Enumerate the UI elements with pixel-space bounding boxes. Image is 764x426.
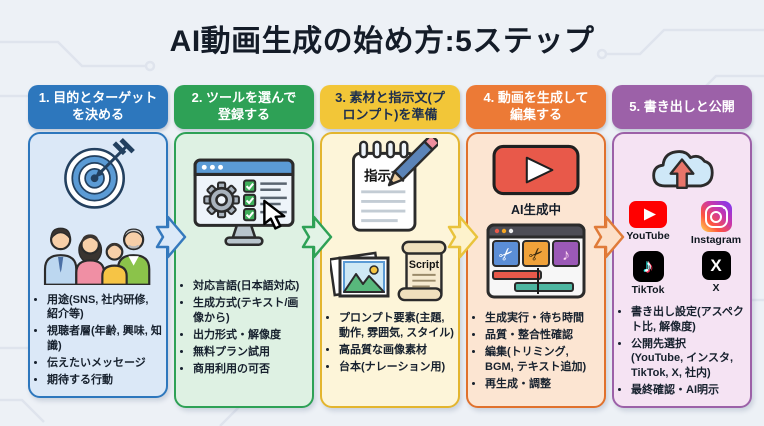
- video-editor-icon: ✂ ✂ ♪: [486, 223, 586, 299]
- step1-bullet-list: 用途(SNS, 社内研修, 紹介等)視聴者層(年齢, 興味, 知識) 伝えたいメッ…: [30, 288, 166, 396]
- instagram-cell: Instagram: [691, 201, 741, 246]
- bullet-item: 無料プラン試用: [193, 345, 308, 360]
- youtube-cell: YouTube: [626, 201, 670, 246]
- bullet-item: 最終確認・AI明示: [631, 383, 746, 398]
- step-card-2: 2. ツールを選んで 登録する: [174, 85, 314, 408]
- page-title: AI動画生成の始め方:5ステップ: [169, 25, 595, 58]
- music-note-icon: ♪: [562, 247, 570, 264]
- step4-body: AI生成中 ✂ ✂ ♪ 生成実行・待ち時間品質・整合性確認編集(トリミング, B…: [466, 132, 606, 408]
- x-label: X: [712, 282, 720, 294]
- target-icon: [64, 138, 135, 209]
- step-arrow-1-2: [155, 215, 187, 259]
- bullet-item: 伝えたいメッセージ: [47, 356, 162, 371]
- cloud-upload-icon: [652, 150, 714, 190]
- script-label: Script: [409, 259, 440, 271]
- step-card-5: 5. 書き出しと公開 YouTube Instagr: [612, 85, 752, 408]
- monitor-checklist-icon: [193, 158, 295, 247]
- photos-icon: [330, 251, 390, 298]
- bullet-item: 生成方式(テキスト/画像から): [193, 296, 308, 325]
- audience-icon: [43, 227, 151, 285]
- step-card-3: 3. 素材と指示文(プ ロンプト)を準備 指示文: [320, 85, 460, 408]
- step4-bullet-list: 生成実行・待ち時間品質・整合性確認編集(トリミング, BGM, テキスト追加) 再…: [468, 306, 604, 400]
- materials-row: Script: [330, 238, 450, 302]
- bullet-item: 出力形式・解像度: [193, 328, 308, 343]
- bullet-item: 公開先選択 (YouTube, インスタ, TikTok, X, 社内): [631, 337, 746, 381]
- gear-icon: [203, 181, 240, 219]
- step2-bullet-list: 対応言語(日本語対応) 生成方式(テキスト/画像から) 出力形式・解像度無料プラン試…: [176, 274, 312, 385]
- step3-body: 指示文: [320, 132, 460, 408]
- bullet-item: 台本(ナレーション用): [339, 360, 454, 375]
- instagram-icon: [700, 201, 732, 232]
- bullet-item: プロンプト要素(主題, 動作, 雰囲気, スタイル): [339, 311, 454, 340]
- instagram-label: Instagram: [690, 234, 742, 246]
- step-card-1: 1. 目的とターゲット を決める: [28, 85, 168, 398]
- tiktok-label: TikTok: [631, 284, 665, 296]
- tiktok-icon: ♪: [632, 251, 664, 282]
- youtube-label: YouTube: [626, 230, 670, 242]
- bullet-item: 編集(トリミング, BGM, テキスト追加): [485, 345, 600, 374]
- bullet-item: 生成実行・待ち時間: [485, 311, 600, 326]
- cursor-icon: [263, 199, 286, 230]
- step-arrow-3-4: [447, 215, 479, 259]
- youtube-icon: [628, 201, 667, 228]
- bullet-item: 書き出し設定(アスペクト比, 解像度): [631, 305, 746, 334]
- generating-label: AI生成中: [510, 203, 561, 217]
- step2-header: 2. ツールを選んで 登録する: [174, 85, 314, 129]
- bullet-item: 用途(SNS, 社内研修, 紹介等): [47, 293, 162, 322]
- play-button-icon: [492, 144, 580, 196]
- social-icons-grid: YouTube Instagram ♪ TikTok X X: [617, 201, 747, 296]
- step1-body: 用途(SNS, 社内研修, 紹介等)視聴者層(年齢, 興味, 知識) 伝えたいメッ…: [28, 132, 168, 398]
- step-arrow-2-3: [301, 215, 333, 259]
- bullet-item: 対応言語(日本語対応): [193, 279, 308, 294]
- x-cell: X X: [701, 251, 731, 296]
- script-scroll-icon: Script: [397, 240, 447, 302]
- step-arrow-4-5: [593, 215, 625, 259]
- bullet-item: 期待する行動: [47, 373, 162, 388]
- pencil-icon: [387, 138, 438, 187]
- step3-bullet-list: プロンプト要素(主題, 動作, 雰囲気, スタイル) 高品質な画像素材台本(ナレー…: [322, 306, 458, 383]
- bullet-item: 高品質な画像素材: [339, 343, 454, 358]
- step2-body: 対応言語(日本語対応) 生成方式(テキスト/画像から) 出力形式・解像度無料プラン試…: [174, 132, 314, 408]
- step-card-4: 4. 動画を生成して 編集する AI生成中 ✂ ✂ ♪ 生成実行: [466, 85, 606, 408]
- step4-header: 4. 動画を生成して 編集する: [466, 85, 606, 129]
- bullet-item: 商用利用の可否: [193, 362, 308, 377]
- step1-header: 1. 目的とターゲット を決める: [28, 85, 168, 129]
- bullet-item: 再生成・調整: [485, 377, 600, 392]
- prompt-notepad-icon: 指示文: [352, 138, 438, 232]
- step5-header: 5. 書き出しと公開: [612, 85, 752, 129]
- step5-bullet-list: 書き出し設定(アスペクト比, 解像度) 公開先選択 (YouTube, インスタ,…: [614, 300, 750, 406]
- tiktok-cell: ♪ TikTok: [631, 251, 665, 296]
- x-icon: X: [701, 251, 731, 280]
- step5-body: YouTube Instagram ♪ TikTok X X 書き出し設定(ア: [612, 132, 752, 408]
- step3-header: 3. 素材と指示文(プ ロンプト)を準備: [320, 85, 460, 129]
- bullet-item: 品質・整合性確認: [485, 328, 600, 343]
- bullet-item: 視聴者層(年齢, 興味, 知識): [47, 324, 162, 353]
